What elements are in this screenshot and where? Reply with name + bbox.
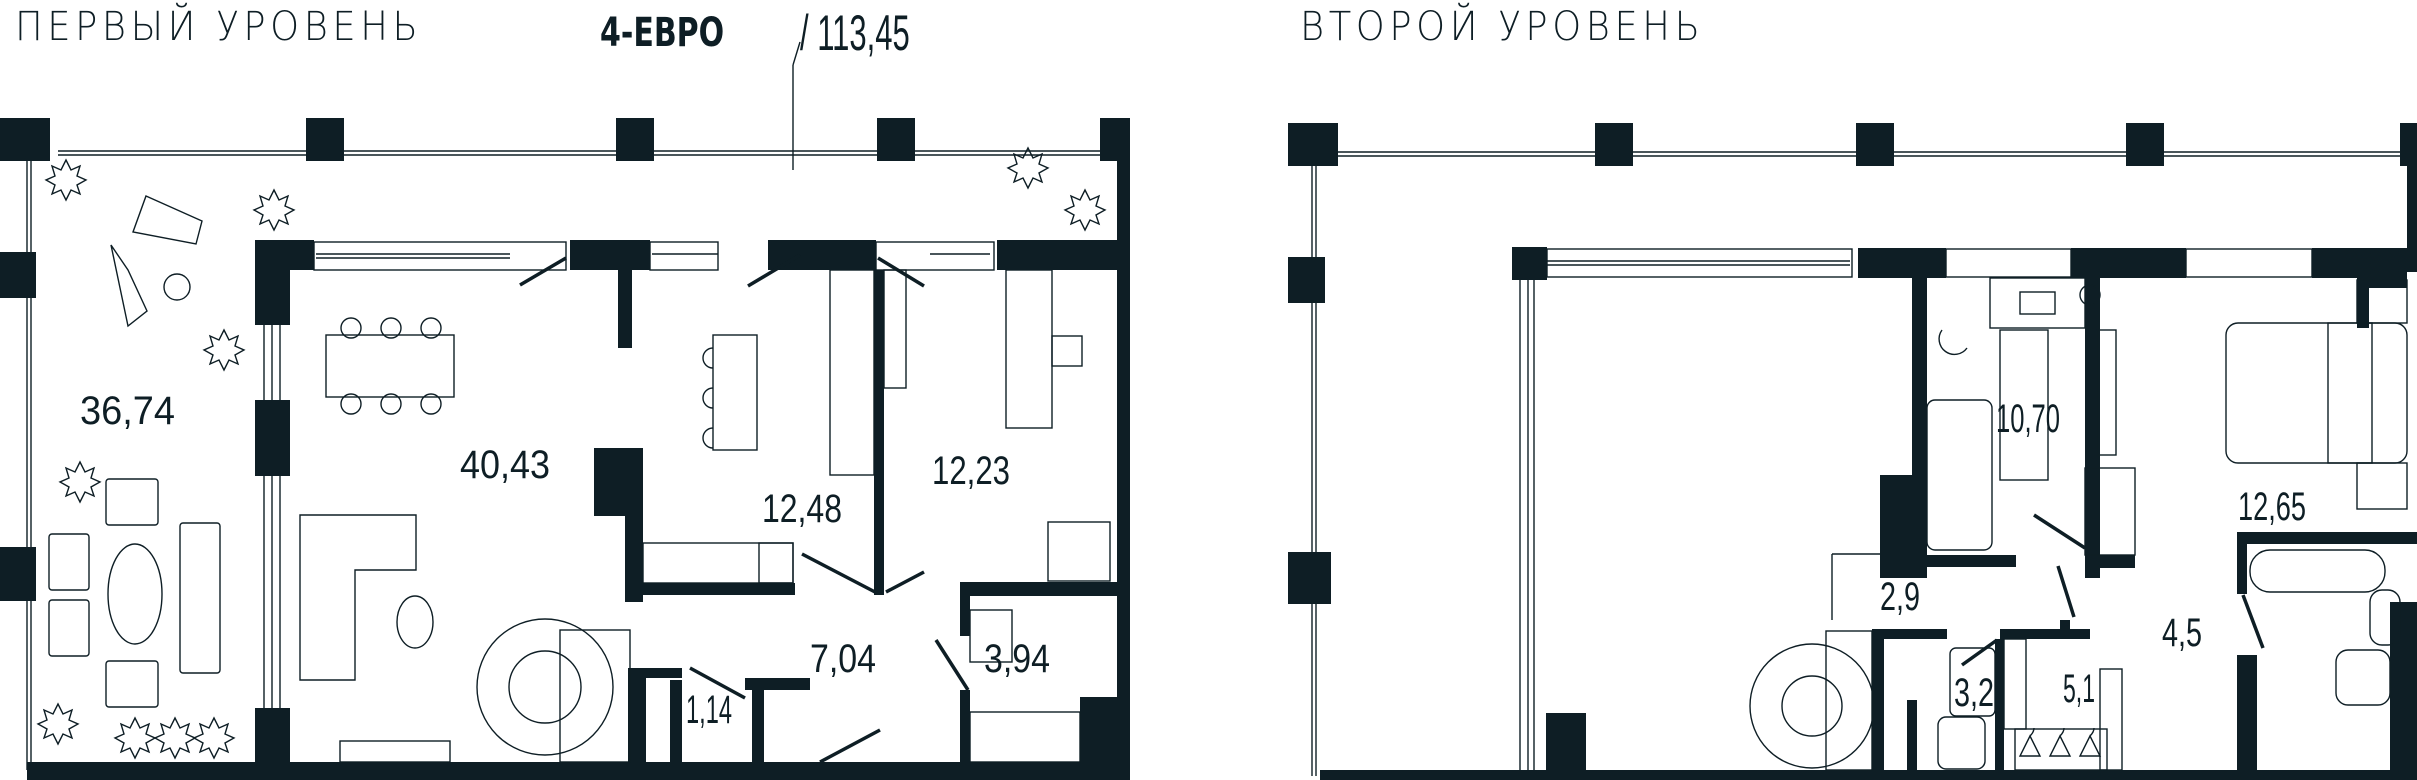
- inner-facade: [255, 240, 1117, 348]
- area-label-bedroom: 12,23: [932, 449, 1010, 493]
- area-label-kids-room: 10,70: [1996, 397, 2060, 441]
- living-furniture: [299, 317, 631, 763]
- level2-bottom-wall: [1320, 770, 2417, 780]
- separator: /: [800, 5, 809, 61]
- area-label-wardrobe: 1,14: [686, 688, 732, 732]
- level2-wet-room-walls: [1872, 532, 2417, 770]
- level2-inner-facade: [1512, 247, 2407, 770]
- total-area: / 113,45: [800, 4, 910, 62]
- kitchen-walls: [594, 270, 925, 602]
- level2-title: ВТОРОЙ УРОВЕНЬ: [1300, 4, 1705, 50]
- label-pointer-line: [792, 41, 801, 66]
- area-label-shower-room: 3,2: [1954, 671, 1994, 715]
- level2-plan: 10,70 12,65 2,9 4,5 3,2 5,1: [1288, 123, 2417, 780]
- bedroom-furniture: [969, 269, 1111, 763]
- total-area-value: 113,45: [817, 5, 910, 61]
- terrace-furniture: [37, 147, 1106, 759]
- apartment-type: 4-ЕВРО: [600, 10, 725, 56]
- area-label-dressing-room: 5,1: [2063, 667, 2095, 711]
- area-label-living: 40,43: [460, 443, 550, 487]
- bathroom-walls: [819, 582, 1117, 780]
- level1-plan: 36,74 40,43 12,48 12,23 7,04 3,94 1,14: [0, 41, 1130, 780]
- level2-outer-wall-right: [2407, 166, 2417, 272]
- area-label-bathroom: 3,94: [984, 637, 1050, 681]
- kitchen-furniture: [642, 269, 907, 584]
- level1-title: ПЕРВЫЙ УРОВЕНЬ: [15, 4, 423, 50]
- outer-wall-bottom: [27, 762, 1130, 780]
- area-label-master-bath: 4,5: [2162, 611, 2202, 655]
- area-label-hall-level2: 2,9: [1880, 575, 1920, 619]
- level2-furniture: [1749, 277, 2408, 771]
- area-label-kitchen: 12,48: [762, 487, 842, 531]
- kids-room-walls: [1880, 278, 2135, 578]
- columns: [0, 118, 1126, 601]
- wardrobe-walls: [628, 666, 810, 762]
- level2-columns: [1288, 123, 2417, 604]
- living-left-wall: [255, 325, 290, 780]
- outer-wall-right: [1117, 118, 1130, 780]
- area-label-terrace: 36,74: [80, 389, 175, 433]
- area-label-master-bedroom: 12,65: [2238, 485, 2306, 529]
- area-label-hall: 7,04: [810, 637, 876, 681]
